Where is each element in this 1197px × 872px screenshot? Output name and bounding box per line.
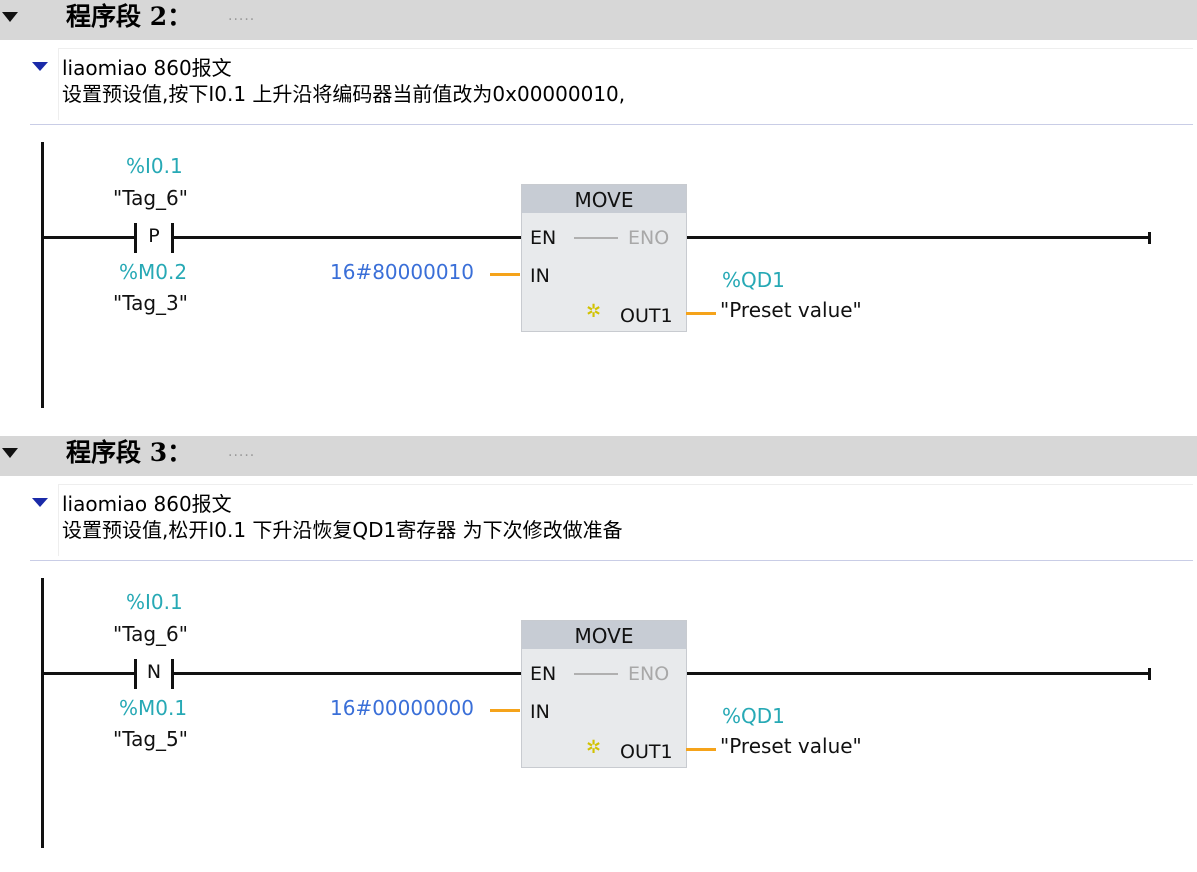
rung-wire: [686, 672, 1150, 675]
out-symbol[interactable]: "Preset value": [720, 734, 862, 758]
network-3: 程序段 3： ..... liaomiao 860报文 设置预设值,松开I0.1…: [0, 436, 1197, 872]
contact-address[interactable]: %I0.1: [126, 590, 183, 614]
in-constant[interactable]: 16#80000010: [330, 260, 475, 284]
network-title-placeholder[interactable]: .....: [228, 444, 256, 460]
contact-symbol[interactable]: "Tag_6": [113, 622, 188, 646]
comment-title: liaomiao 860报文: [62, 492, 232, 516]
pin-en[interactable]: EN: [530, 663, 557, 685]
rung-wire: [686, 236, 1150, 239]
power-rail: [41, 578, 44, 848]
network-header[interactable]: 程序段 2： .....: [0, 0, 1197, 40]
rung-wire: [44, 236, 134, 239]
move-block[interactable]: MOVE EN ENO IN ✲ OUT1: [521, 620, 687, 768]
pin-eno[interactable]: ENO: [628, 663, 670, 685]
comment-collapse-triangle-icon[interactable]: [32, 498, 48, 507]
out-address[interactable]: %QD1: [722, 268, 785, 292]
rung-wire: [174, 236, 522, 239]
network-title: 程序段 3：: [66, 438, 193, 467]
rung-wire: [174, 672, 522, 675]
edge-memory-symbol[interactable]: "Tag_3": [113, 291, 188, 315]
power-rail: [41, 142, 44, 408]
edge-memory-address[interactable]: %M0.1: [119, 696, 188, 720]
comment-title: liaomiao 860报文: [62, 56, 232, 80]
collapse-triangle-icon[interactable]: [2, 12, 18, 22]
out-symbol[interactable]: "Preset value": [720, 298, 862, 322]
pin-out1[interactable]: OUT1: [620, 305, 673, 327]
in-connector: [490, 273, 520, 276]
move-block[interactable]: MOVE EN ENO IN ✲ OUT1: [521, 184, 687, 332]
edge-memory-symbol[interactable]: "Tag_5": [113, 727, 188, 751]
negative-edge-contact[interactable]: N: [134, 659, 174, 689]
rung-end: [1148, 232, 1151, 244]
comment-text: 设置预设值,按下I0.1 上升沿将编码器当前值改为0x00000010,: [62, 82, 626, 106]
block-name: MOVE: [522, 621, 686, 649]
collapse-triangle-icon[interactable]: [2, 448, 18, 458]
network-title-placeholder[interactable]: .....: [228, 8, 256, 24]
comment-collapse-triangle-icon[interactable]: [32, 62, 48, 71]
network-header[interactable]: 程序段 3： .....: [0, 436, 1197, 476]
ladder-diagram: %I0.1 "Tag_6" N %M0.1 "Tag_5" MOVE EN EN…: [0, 566, 1197, 866]
out-connector: [686, 748, 716, 751]
edge-memory-address[interactable]: %M0.2: [119, 260, 188, 284]
block-name: MOVE: [522, 185, 686, 213]
network-comment[interactable]: liaomiao 860报文 设置预设值,松开I0.1 下升沿恢复QD1寄存器 …: [30, 484, 1193, 561]
in-connector: [490, 709, 520, 712]
pin-en[interactable]: EN: [530, 227, 557, 249]
out-connector: [686, 312, 716, 315]
out-address[interactable]: %QD1: [722, 704, 785, 728]
ladder-diagram: %I0.1 "Tag_6" P %M0.2 "Tag_3" MOVE EN EN…: [0, 130, 1197, 430]
contact-address[interactable]: %I0.1: [126, 154, 183, 178]
network-title: 程序段 2：: [66, 2, 193, 31]
pin-eno[interactable]: ENO: [628, 227, 670, 249]
rung-wire: [44, 672, 134, 675]
network-comment[interactable]: liaomiao 860报文 设置预设值,按下I0.1 上升沿将编码器当前值改为…: [30, 48, 1193, 125]
star-icon: ✲: [586, 737, 602, 758]
contact-symbol[interactable]: "Tag_6": [113, 186, 188, 210]
pin-in[interactable]: IN: [530, 265, 550, 287]
pin-in[interactable]: IN: [530, 701, 550, 723]
star-icon: ✲: [586, 301, 602, 322]
network-2: 程序段 2： ..... liaomiao 860报文 设置预设值,按下I0.1…: [0, 0, 1197, 430]
rung-end: [1148, 668, 1151, 680]
in-constant[interactable]: 16#00000000: [330, 696, 475, 720]
comment-text: 设置预设值,松开I0.1 下升沿恢复QD1寄存器 为下次修改做准备: [62, 518, 623, 542]
pin-out1[interactable]: OUT1: [620, 741, 673, 763]
positive-edge-contact[interactable]: P: [134, 223, 174, 253]
